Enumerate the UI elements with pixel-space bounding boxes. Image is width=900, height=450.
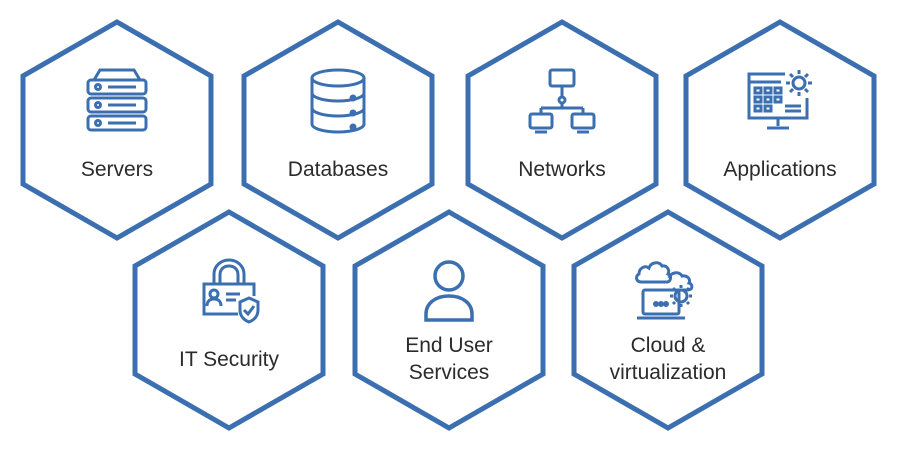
hex-tile-servers: Servers [19, 18, 215, 242]
hexagon-outline [241, 19, 435, 241]
hexagon-outline [465, 19, 659, 241]
tile-label-servers: Servers [80, 158, 154, 181]
security-lock-icon [202, 258, 260, 324]
tile-label-applications: Applications [723, 158, 837, 181]
label-line: Cloud & [630, 334, 706, 357]
hexagon-outline [571, 209, 765, 431]
user-icon [424, 260, 474, 322]
tile-label-databases: Databases [287, 158, 389, 181]
server-rack-icon [86, 68, 148, 132]
tile-label-networks: Networks [518, 158, 606, 181]
label-line: Services [408, 361, 490, 384]
label-line: virtualization [609, 361, 727, 384]
hex-tile-networks: Networks [464, 18, 660, 242]
hexagon-outline [132, 209, 326, 431]
tile-label-end-user-services: End User Services [359, 332, 539, 386]
hex-tile-end-user-services: End User Services [351, 208, 547, 432]
hex-tile-databases: Databases [240, 18, 436, 242]
application-settings-icon [747, 70, 812, 130]
hex-tile-it-security: IT Security [131, 208, 327, 432]
tile-label-it-security: IT Security [179, 348, 279, 371]
network-icon [528, 68, 596, 134]
hexagon-outline [683, 19, 877, 241]
database-icon [310, 68, 366, 134]
tile-label-cloud-virtualization: Cloud & virtualization [578, 332, 758, 386]
label-line: End User [405, 334, 493, 357]
hex-tile-applications: Applications [682, 18, 878, 242]
cloud-virtualization-icon [635, 261, 694, 320]
hex-tile-cloud-virtualization: Cloud & virtualization [570, 208, 766, 432]
